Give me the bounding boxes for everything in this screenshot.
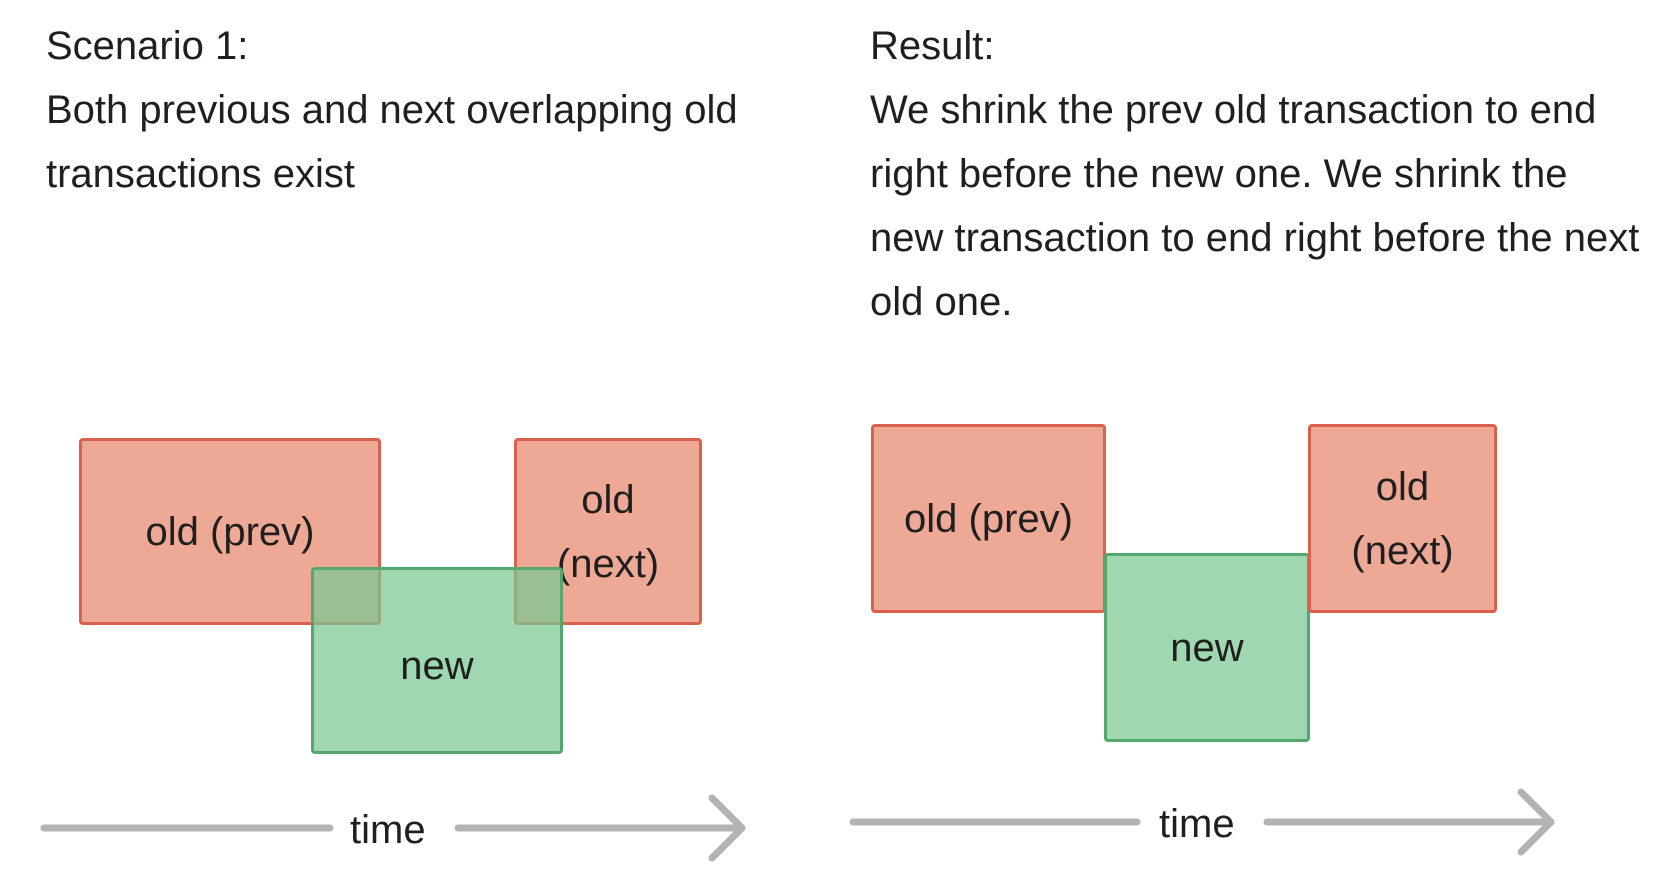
old-prev-box-result: old (prev) (871, 424, 1106, 613)
scenario-heading: Scenario 1: (46, 24, 249, 68)
new-label: new (400, 643, 474, 688)
result-description: We shrink the prev old transaction to en… (870, 88, 1640, 324)
scenario-description: Both previous and next overlapping old t… (46, 88, 738, 196)
old-prev-label-result: old (prev) (904, 496, 1073, 541)
time-axis-label-result: time (1159, 802, 1235, 846)
new-box: new (311, 567, 563, 754)
old-next-box: old (next) (514, 438, 702, 625)
new-box-result: new (1104, 553, 1310, 742)
old-prev-box: old (prev) (79, 438, 381, 625)
time-axis-line-result (849, 788, 1555, 856)
old-next-label-result: old (next) (1351, 455, 1453, 583)
old-next-label-line1: old (581, 477, 635, 522)
arrow-head-icon (1517, 788, 1555, 856)
arrow-head-icon (708, 794, 746, 862)
time-axis-label: time (350, 808, 426, 852)
old-next-label-result-line2: (next) (1351, 528, 1454, 573)
old-next-label: old (next) (557, 468, 659, 596)
old-prev-label: old (prev) (145, 509, 315, 554)
result-panel: Result: We shrink the prev old transacti… (870, 0, 1670, 334)
old-next-box-result: old (next) (1308, 424, 1497, 613)
new-label-result: new (1170, 625, 1244, 670)
time-axis-result: time (849, 788, 1561, 856)
scenario-panel: Scenario 1: Both previous and next overl… (46, 0, 806, 206)
time-axis-line (40, 794, 746, 862)
old-next-label-result-line1: old (1375, 464, 1430, 509)
time-axis: time (40, 794, 752, 862)
old-next-label-line2: (next) (556, 541, 660, 586)
result-heading: Result: (870, 24, 995, 68)
